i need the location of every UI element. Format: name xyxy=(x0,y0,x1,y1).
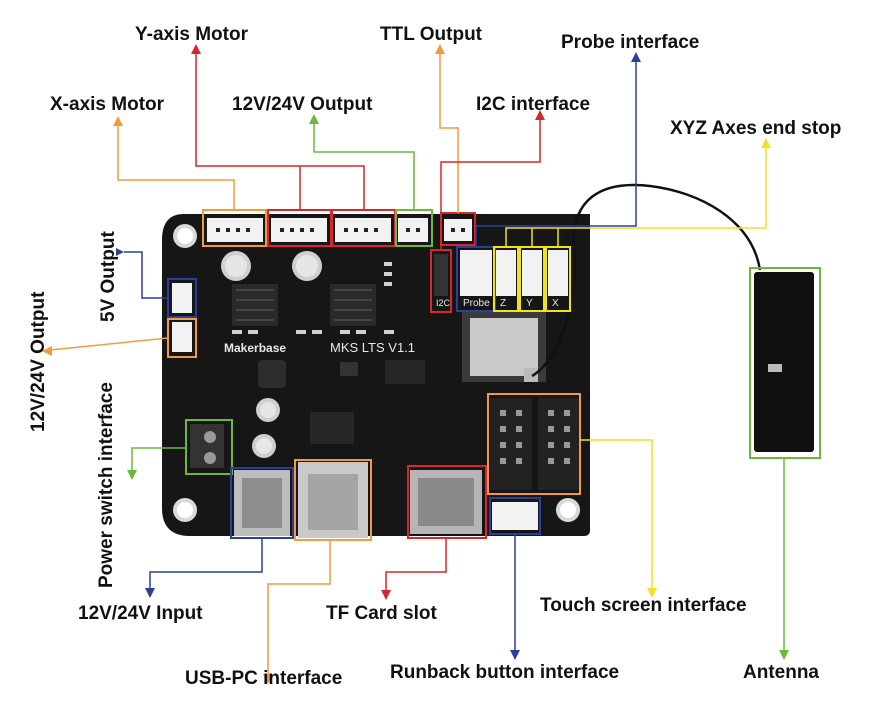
input-12v-24v-leader xyxy=(149,538,263,590)
usb-pc-leader xyxy=(267,540,331,676)
arrow-up-icon xyxy=(309,114,319,124)
usb-box xyxy=(294,459,372,541)
label-i2c-interface: I2C interface xyxy=(476,94,591,115)
x-endstop-connector xyxy=(548,250,568,296)
label-ttl-output: TTL Output xyxy=(380,24,483,45)
touch-header-2 xyxy=(538,398,580,490)
12v-24v-output-left-leader xyxy=(49,337,169,351)
tf-card-box xyxy=(407,465,487,539)
arrow-down-icon xyxy=(779,650,789,660)
z-endstop-connector xyxy=(496,250,516,296)
5v-output-leader xyxy=(124,251,168,299)
probe-connector xyxy=(460,250,492,296)
label-antenna: Antenna xyxy=(743,662,819,683)
i2c-leader xyxy=(440,118,541,250)
label-probe-interface: Probe interface xyxy=(561,32,700,53)
wifi-module-shield xyxy=(470,318,538,376)
y-endstop-connector xyxy=(522,250,542,296)
label-power-switch-interface: Power switch interface xyxy=(96,382,117,588)
touch-header-1 xyxy=(490,398,532,490)
arrow-left-icon xyxy=(116,248,124,256)
controller-board: Makerbase MKS LTS V1.1 Probe I2C Z Y X xyxy=(162,214,590,538)
mounting-hole xyxy=(173,498,197,522)
5v-output-connector xyxy=(172,283,192,313)
antenna-connector xyxy=(524,368,538,382)
y-motor-connector xyxy=(335,218,391,242)
silk-x: X xyxy=(552,298,559,309)
endstop-leader xyxy=(505,146,767,247)
antenna-assembly xyxy=(531,183,814,452)
arrow-left-icon xyxy=(42,346,52,356)
chip xyxy=(310,412,354,444)
silk-probe: Probe xyxy=(463,298,490,309)
power-switch-leader xyxy=(131,447,186,474)
arrow-up-icon xyxy=(631,52,641,62)
antenna-box xyxy=(749,267,821,459)
mounting-hole xyxy=(173,224,197,248)
arrow-up-icon xyxy=(191,44,201,54)
touch-screen-leader xyxy=(580,439,653,590)
capacitor xyxy=(292,251,322,281)
capacitor xyxy=(252,434,276,458)
label-xyz-axes-end-stop: XYZ Axes end stop xyxy=(670,118,842,139)
label-12v-24v-output-top: 12V/24V Output xyxy=(232,94,373,115)
ttl-output-leader xyxy=(439,52,459,213)
output-top-leader xyxy=(313,122,415,210)
tf-card-leader xyxy=(385,538,447,592)
arrow-up-icon xyxy=(435,44,445,54)
silk-brand: Makerbase xyxy=(224,341,286,355)
regulator xyxy=(340,362,358,376)
x-axis-motor-leader xyxy=(117,124,235,210)
output-connector xyxy=(271,218,327,242)
i2c-header xyxy=(434,254,448,296)
leader-lines xyxy=(49,52,785,676)
x-motor-connector xyxy=(207,218,263,242)
arrow-down-icon xyxy=(263,674,273,684)
12v-24v-output-left-connector xyxy=(172,322,192,352)
arrow-down-icon xyxy=(145,588,155,598)
capacitor xyxy=(256,398,280,422)
arrow-down-icon xyxy=(381,590,391,600)
antenna-panel xyxy=(754,272,814,452)
silk-model: MKS LTS V1.1 xyxy=(330,340,415,355)
arrow-down-icon xyxy=(127,470,137,480)
label-12v-24v-output-left: 12V/24V Output xyxy=(28,291,49,432)
endstop-leader-branches xyxy=(531,228,559,247)
arrow-down-icon xyxy=(510,650,520,660)
y-axis-motor-leader xyxy=(195,52,365,210)
runback-button-connector xyxy=(492,502,538,530)
label-5v-output: 5V Output xyxy=(98,231,119,322)
power-switch-box xyxy=(185,419,233,475)
label-runback-button-interface: Runback button interface xyxy=(390,662,620,683)
silk-y: Y xyxy=(526,298,533,309)
label-x-axis-motor: X-axis Motor xyxy=(50,94,165,115)
arrow-up-icon xyxy=(535,110,545,120)
antenna-cable xyxy=(531,183,762,378)
output-small-connector xyxy=(398,218,428,242)
arrow-heads xyxy=(42,44,789,684)
touch-screen-box xyxy=(487,393,581,495)
arrow-down-icon xyxy=(647,588,657,598)
probe-leader xyxy=(475,60,637,247)
silk-i2c: I2C xyxy=(436,298,451,308)
label-tf-card-slot: TF Card slot xyxy=(326,603,437,624)
chip xyxy=(385,360,425,384)
label-touch-screen-interface: Touch screen interface xyxy=(540,595,747,616)
label-usb-pc-interface: USB-PC interface xyxy=(185,668,343,689)
ttl-connector xyxy=(444,219,472,241)
arrow-up-icon xyxy=(761,138,771,148)
label-y-axis-motor: Y-axis Motor xyxy=(135,24,248,45)
capacitor xyxy=(221,251,251,281)
mounting-hole xyxy=(556,498,580,522)
silk-z: Z xyxy=(500,298,506,309)
arrow-up-icon xyxy=(113,116,123,126)
inductor xyxy=(258,360,286,388)
label-12v-24v-input: 12V/24V Input xyxy=(78,603,203,624)
